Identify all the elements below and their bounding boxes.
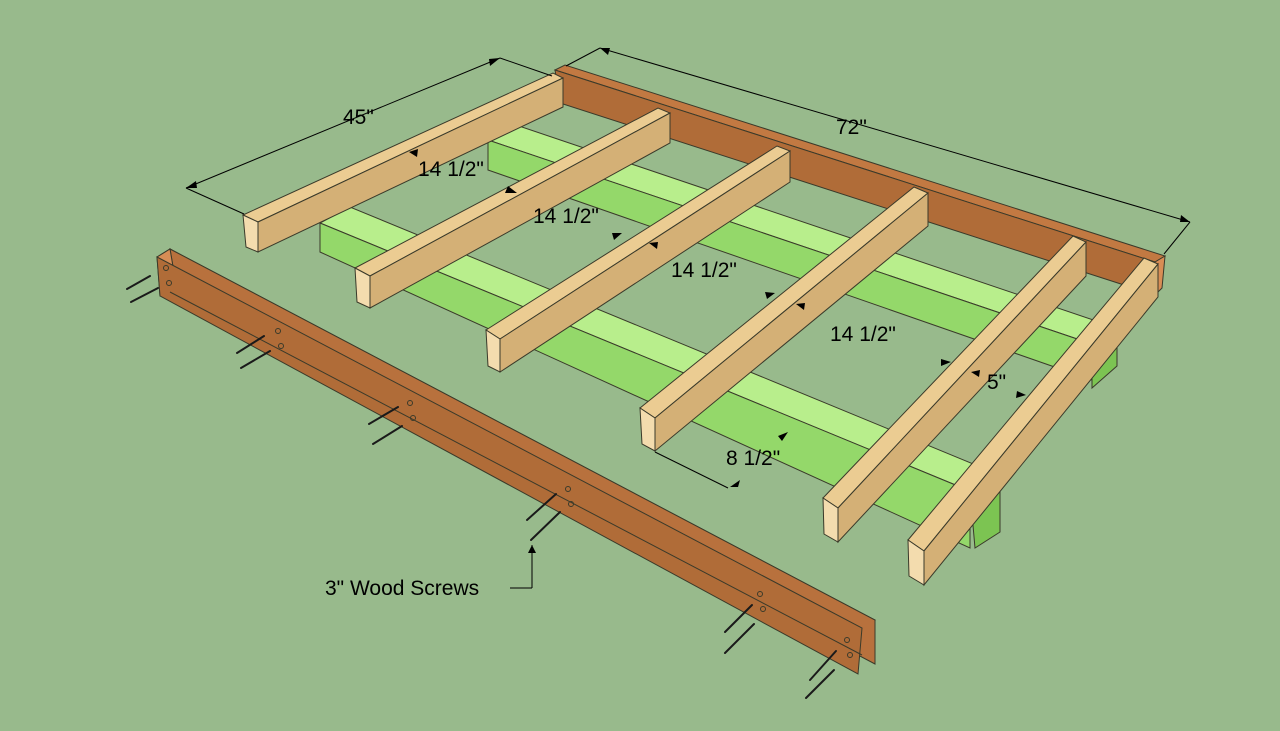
joist-6 [907, 257, 1159, 587]
joist-1 [241, 72, 565, 253]
screw-holes [163, 265, 853, 658]
rim-joist-front [155, 248, 877, 675]
dimension-spacing-1-label: 14 1/2" [418, 158, 484, 181]
dimension-overhang-label: 8 1/2" [726, 447, 780, 470]
dimension-spacing-3-label: 14 1/2" [671, 259, 737, 282]
screws-callout-label: 3" Wood Screws [325, 577, 479, 600]
dimension-length-label: 72" [836, 116, 867, 139]
wood-screws [126, 275, 837, 699]
dimension-width-label: 45" [343, 106, 374, 129]
dimension-spacing-4-label: 14 1/2" [830, 323, 896, 346]
joist-3 [485, 145, 792, 373]
dimension-spacing-2-label: 14 1/2" [533, 205, 599, 228]
dimension-end-spacing-label: 5" [987, 371, 1006, 394]
joist-4 [639, 186, 929, 453]
joist-5 [822, 235, 1087, 544]
dimension-arrows [186, 48, 1190, 553]
